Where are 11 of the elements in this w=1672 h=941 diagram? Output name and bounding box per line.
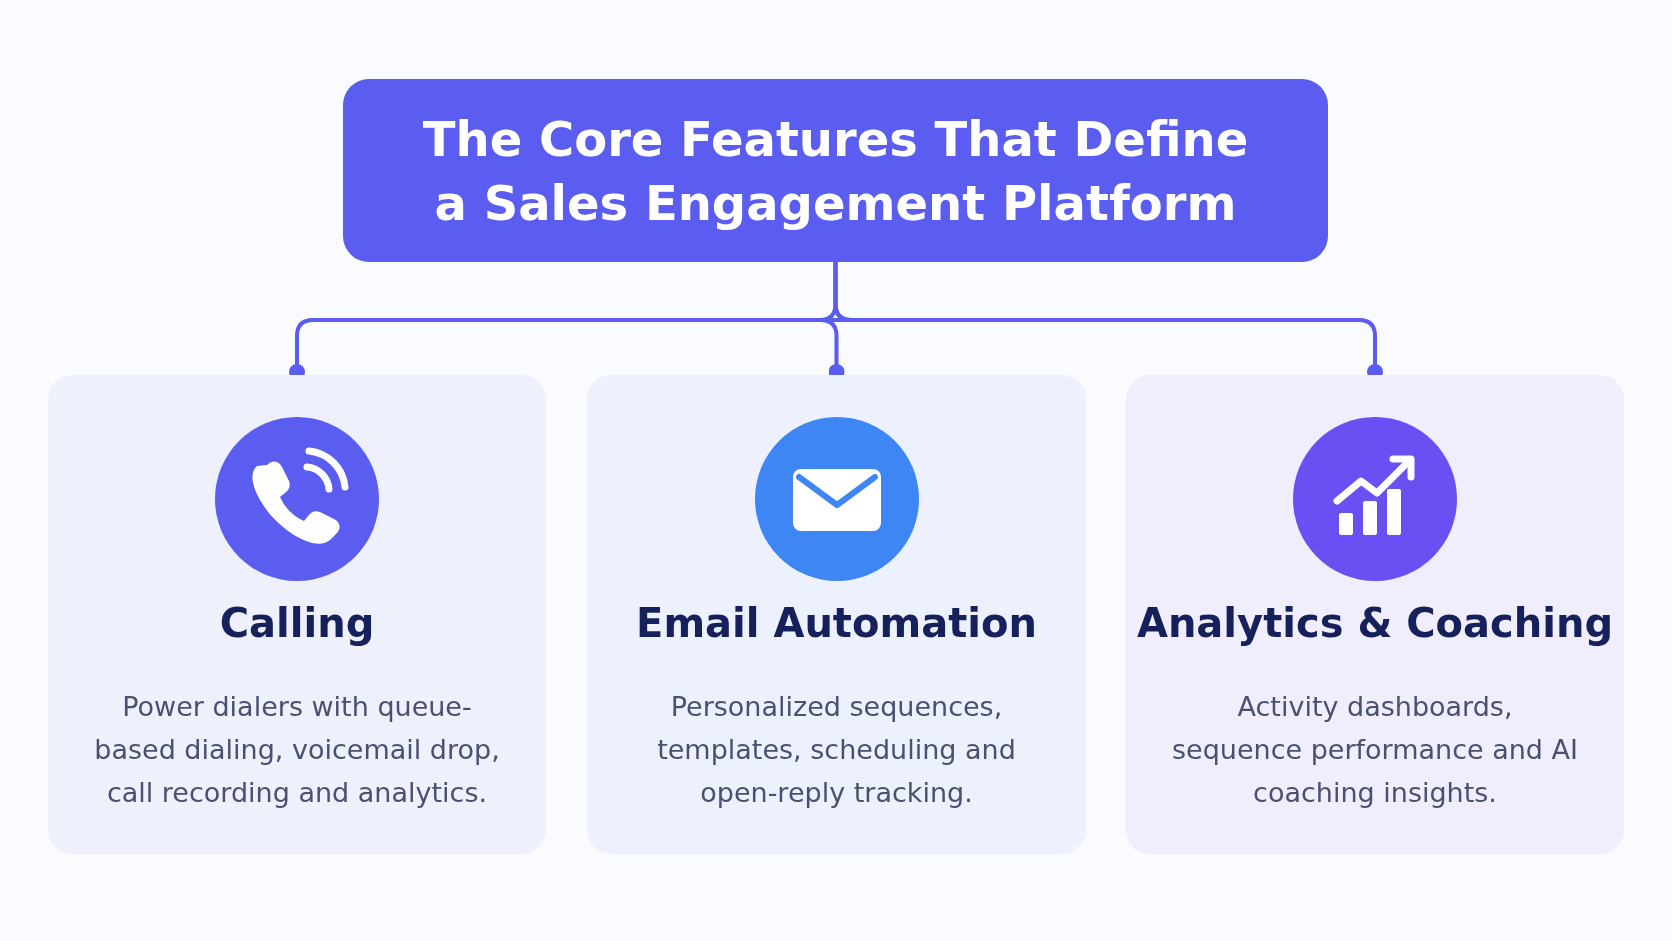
card-heading: Calling (218, 600, 376, 646)
card-description: Personalized sequences, templates, scheduling and open-reply tracking. (656, 690, 1017, 810)
card-heading: Email Automation (635, 600, 1038, 646)
feature-card (587, 375, 1086, 854)
title-text: The Core Features That Define a Sales Engagement Platform (421, 109, 1250, 233)
card-heading: Analytics & Coaching (1136, 600, 1614, 646)
feature-card (1126, 375, 1624, 854)
title-box (343, 79, 1328, 262)
card-description: Activity dashboards, sequence performance and AI coaching insights. (1171, 690, 1579, 810)
feature-card (48, 375, 546, 854)
card-description: Power dialers with queue-based dialing, voicemail drop, call recording and analytics. (93, 690, 501, 810)
